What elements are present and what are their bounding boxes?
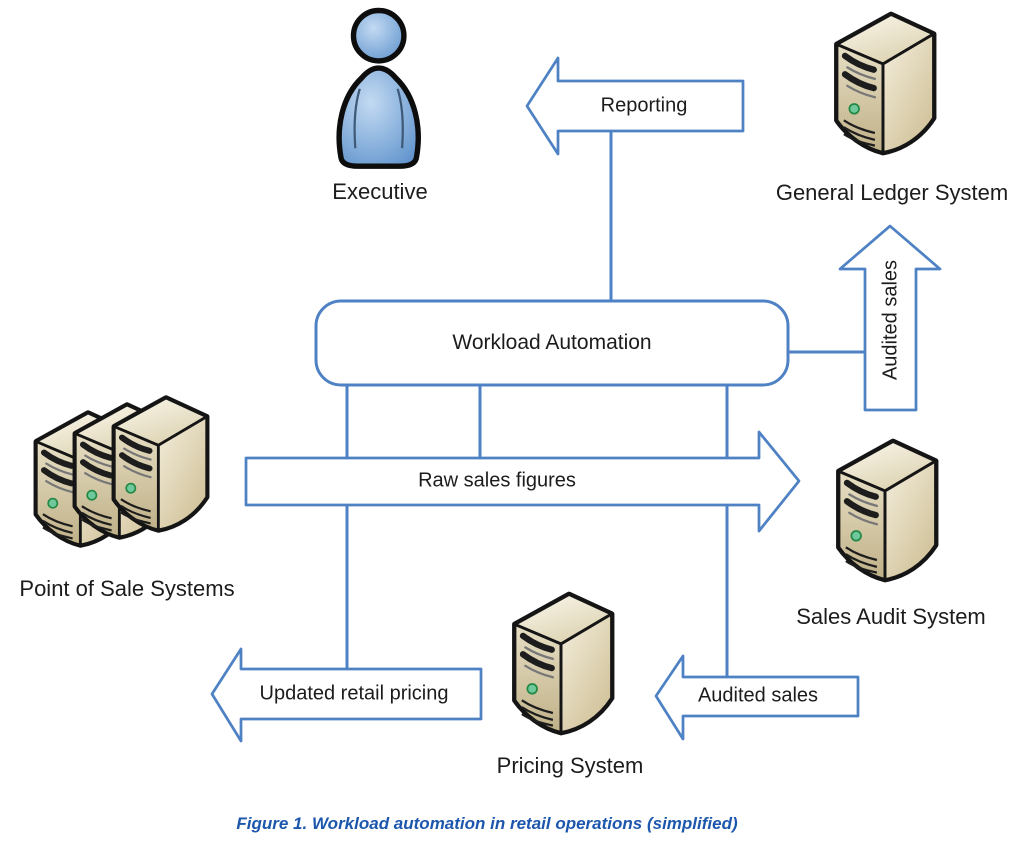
general-ledger-label: General Ledger System — [775, 180, 1009, 205]
point-of-sale-label: Point of Sale Systems — [19, 576, 235, 601]
workload-automation-box — [314, 299, 790, 387]
server-icon-general-ledger — [837, 15, 934, 153]
audited-sales-up-arrow-label: Audited sales — [879, 259, 902, 381]
audited-sales-left-arrow-label: Audited sales — [697, 684, 819, 707]
arrow-audited-sales-up — [838, 224, 942, 412]
raw-sales-arrow-label: Raw sales figures — [418, 469, 576, 492]
sales-audit-label: Sales Audit System — [796, 604, 986, 629]
updated-pricing-arrow-label: Updated retail pricing — [259, 682, 449, 705]
server-icon-sales-audit — [839, 442, 936, 580]
arrow-updated-retail-pricing — [210, 647, 483, 743]
arrow-audited-sales-left — [654, 654, 860, 741]
server-icon-pos-front — [114, 398, 206, 530]
figure-caption: Figure 1. Workload automation in retail … — [236, 814, 738, 833]
reporting-arrow-label: Reporting — [600, 94, 688, 117]
arrow-raw-sales-figures — [244, 430, 801, 533]
person-icon — [339, 11, 418, 167]
arrow-reporting — [525, 56, 745, 156]
workload-automation-label: Workload Automation — [452, 331, 652, 354]
server-icon-pricing — [515, 595, 612, 733]
executive-label: Executive — [332, 179, 428, 204]
pricing-label: Pricing System — [496, 753, 644, 778]
server-stack-icon — [36, 398, 206, 545]
